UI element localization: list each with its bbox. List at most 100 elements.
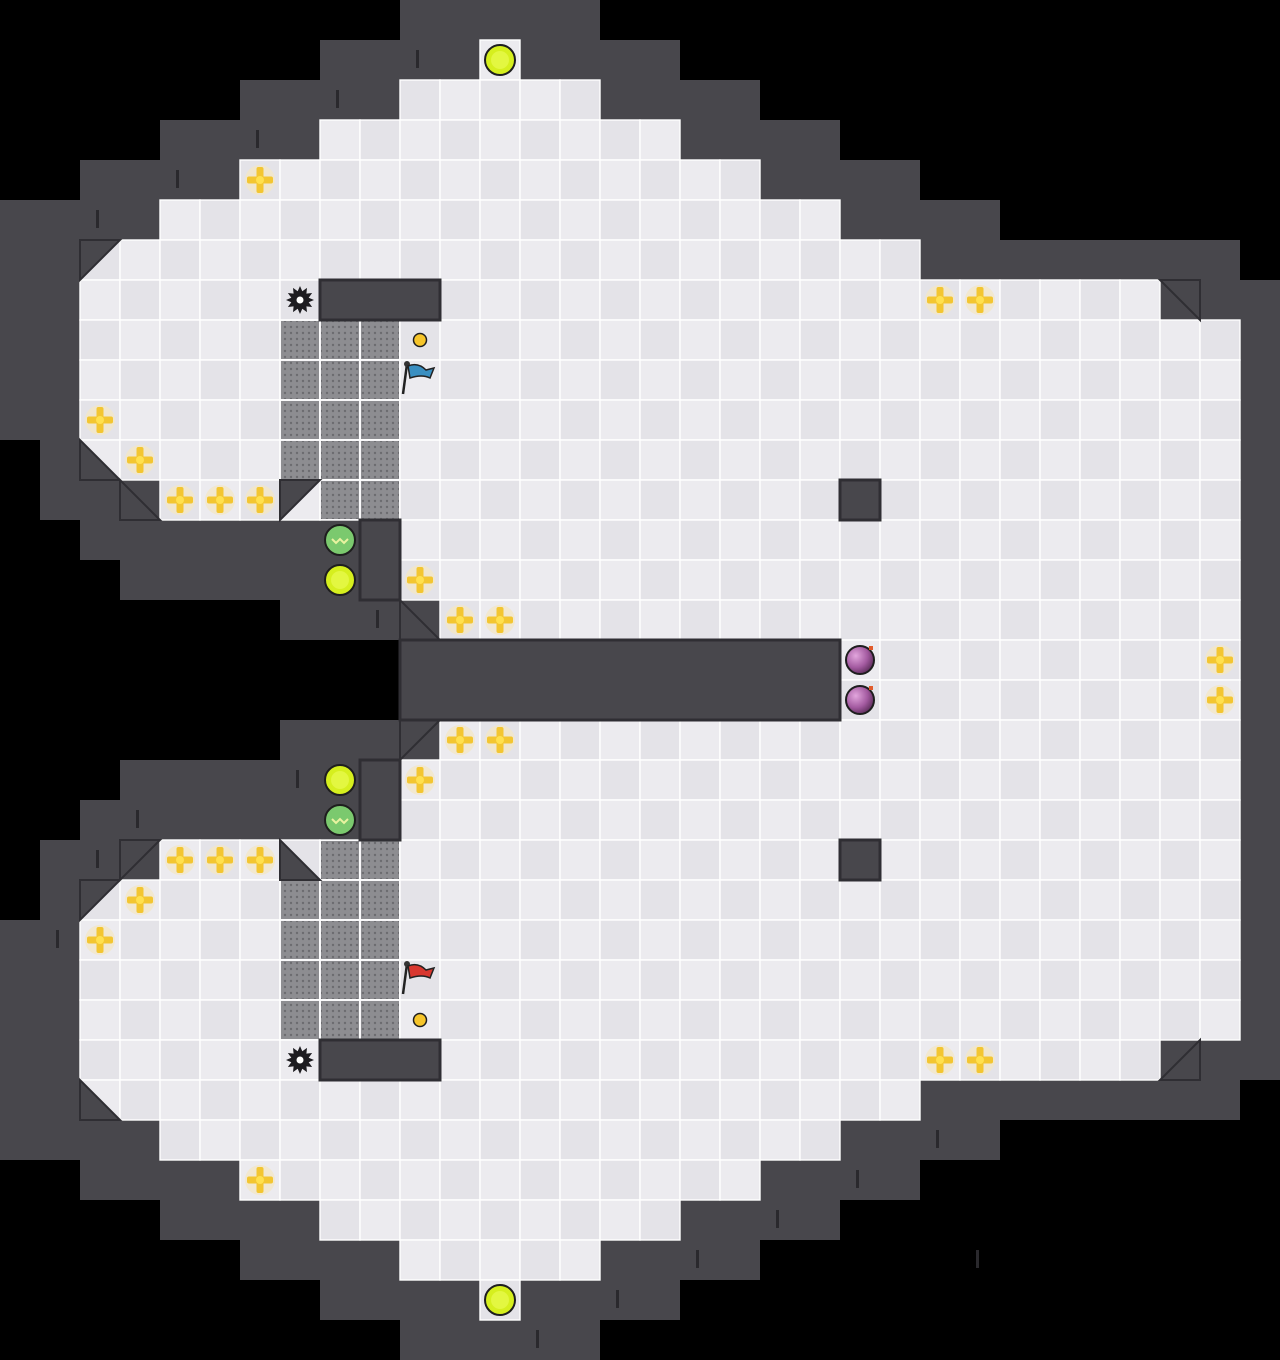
floor-tile — [879, 439, 921, 481]
floor-tile — [119, 959, 161, 1001]
floor-tile — [399, 1119, 441, 1161]
floor-tile — [1199, 839, 1241, 881]
floor-tile — [279, 1079, 321, 1121]
floor-tile — [559, 919, 601, 961]
floor-tile — [519, 599, 561, 641]
floor-tile — [999, 399, 1041, 441]
floor-tile — [599, 239, 641, 281]
spike-icon — [286, 286, 314, 314]
floor-tile — [199, 399, 241, 441]
floor-tile — [999, 479, 1041, 521]
boost-icon — [165, 845, 195, 875]
floor-tile — [439, 1079, 481, 1121]
floor-tile — [479, 1159, 521, 1201]
floor-tile — [999, 279, 1041, 321]
floor-tile — [239, 359, 281, 401]
floor-tile — [759, 919, 801, 961]
floor-tile — [719, 1119, 761, 1161]
wall-tile — [1240, 880, 1280, 920]
floor-tile — [359, 159, 401, 201]
floor-tile — [519, 999, 561, 1041]
floor-tile — [519, 959, 561, 1001]
floor-tile — [319, 199, 361, 241]
wall-tile — [0, 400, 80, 440]
grate-layer — [281, 321, 399, 1039]
wall-tile — [1240, 400, 1280, 440]
floor-tile — [799, 319, 841, 361]
wall-crack — [416, 50, 419, 68]
wall-crack — [296, 770, 299, 788]
floor-tile — [879, 759, 921, 801]
boost-icon — [1205, 685, 1235, 715]
floor-tile — [1079, 479, 1121, 521]
boost-icon — [205, 485, 235, 515]
wall-tile — [0, 1120, 160, 1160]
floor-tile — [519, 279, 561, 321]
floor-tile — [639, 599, 681, 641]
boost-icon — [85, 925, 115, 955]
boost-icon — [245, 485, 275, 515]
floor-tile — [719, 1079, 761, 1121]
floor-tile — [79, 279, 121, 321]
floor-tile — [1119, 359, 1161, 401]
floor-tile — [959, 639, 1001, 681]
floor-tile — [879, 279, 921, 321]
floor-tile — [679, 359, 721, 401]
floor-tile — [839, 439, 881, 481]
floor-tile — [479, 1199, 521, 1241]
floor-tile — [1199, 359, 1241, 401]
wall-tile — [400, 0, 600, 40]
floor-tile — [479, 439, 521, 481]
floor-tile — [759, 719, 801, 761]
floor-tile — [799, 199, 841, 241]
floor-tile — [919, 799, 961, 841]
floor-tile — [199, 879, 241, 921]
floor-tile — [1039, 999, 1081, 1041]
floor-tile — [199, 919, 241, 961]
floor-tile — [599, 1119, 641, 1161]
floor-tile — [519, 519, 561, 561]
grate-tile — [361, 401, 399, 439]
floor-tile — [959, 599, 1001, 641]
wall-tile — [1240, 960, 1280, 1000]
grate-tile — [321, 361, 359, 399]
floor-tile — [959, 719, 1001, 761]
boost-icon — [125, 885, 155, 915]
wall-block — [838, 838, 882, 882]
floor-tile — [399, 159, 441, 201]
floor-tile — [919, 559, 961, 601]
floor-tile — [559, 279, 601, 321]
floor-tile — [679, 1159, 721, 1201]
boost-icon — [965, 1045, 995, 1075]
floor-tile — [1119, 879, 1161, 921]
floor-tile — [719, 239, 761, 281]
floor-tile — [359, 1199, 401, 1241]
wall-tile — [0, 1080, 80, 1120]
boost-icon — [165, 485, 195, 515]
floor-tile — [719, 999, 761, 1041]
floor-tile — [599, 559, 641, 601]
floor-tile — [519, 399, 561, 441]
floor-tile — [999, 799, 1041, 841]
floor-tile — [1039, 479, 1081, 521]
boost-icon — [245, 165, 275, 195]
floor-tile — [959, 519, 1001, 561]
floor-tile — [1039, 599, 1081, 641]
floor-tile — [839, 559, 881, 601]
floor-tile — [879, 999, 921, 1041]
wall-tile — [120, 760, 400, 800]
floor-tile — [959, 479, 1001, 521]
floor-tile — [599, 1199, 641, 1241]
floor-tile — [679, 519, 721, 561]
floor-tile — [1039, 879, 1081, 921]
floor-tile — [399, 799, 441, 841]
floor-tile — [399, 439, 441, 481]
grate-tile — [281, 441, 319, 479]
floor-tile — [119, 1039, 161, 1081]
floor-tile — [799, 399, 841, 441]
floor-tile — [519, 799, 561, 841]
floor-tile — [199, 439, 241, 481]
floor-tile — [1119, 919, 1161, 961]
